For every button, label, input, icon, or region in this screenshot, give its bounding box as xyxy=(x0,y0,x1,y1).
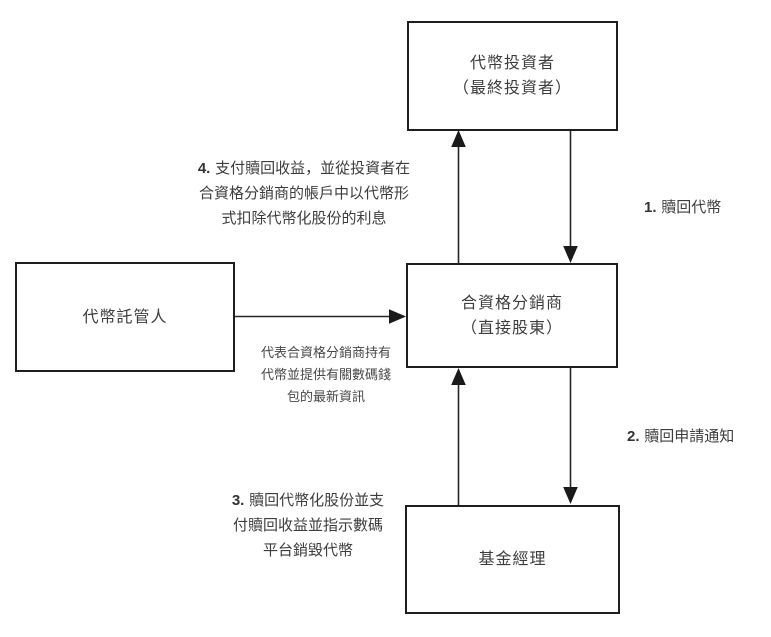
node-fund-manager-label: 基金經理 xyxy=(478,549,547,569)
label-step3-number: 3. xyxy=(231,492,245,509)
label-step2-text: 贖回申請通知 xyxy=(644,427,735,445)
node-token-custodian: 代幣託管人 xyxy=(15,262,235,372)
arrow-investor-to-distributor xyxy=(563,131,578,263)
arrow-custodian-to-distributor xyxy=(235,309,406,324)
arrow-distributor-to-fundmanager xyxy=(563,368,578,504)
label-custodian-note: 代表合資格分銷商持有 代幣並提供有關數碼錢 包的最新資訊 xyxy=(260,346,391,406)
node-qualified-distributor: 合資格分銷商 （直接股東） xyxy=(406,263,618,368)
label-step4: 4. 支付贖回收益，並從投資者在 合資格分銷商的帳戶中以代幣形 式扣除代幣化股份… xyxy=(170,156,438,230)
label-step2-number: 2. xyxy=(627,428,640,445)
node-token-investor-label: 代幣投資者 （最終投資者） xyxy=(452,53,572,97)
label-step2: 2. 贖回申請通知 xyxy=(627,424,734,449)
arrow-fundmanager-to-distributor xyxy=(451,368,466,505)
node-token-investor: 代幣投資者 （最終投資者） xyxy=(407,21,618,131)
label-step4-number: 4. xyxy=(197,160,211,177)
label-step3: 3. 贖回代幣化股份並支 付贖回收益並指示數碼 平台銷毀代幣 xyxy=(205,488,411,562)
label-step4-text: 支付贖回收益，並從投資者在 合資格分銷商的帳戶中以代幣形 式扣除代幣化股份的利息 xyxy=(198,159,411,227)
node-token-custodian-label: 代幣託管人 xyxy=(82,306,168,326)
label-step3-text: 贖回代幣化股份並支 付贖回收益並指示數碼 平台銷毀代幣 xyxy=(232,491,385,559)
label-step1-text: 贖回代幣 xyxy=(661,198,722,216)
node-qualified-distributor-label: 合資格分銷商 （直接股東） xyxy=(460,292,563,337)
arrow-distributor-to-investor xyxy=(451,130,466,263)
label-step1-number: 1. xyxy=(644,199,657,216)
node-fund-manager: 基金經理 xyxy=(405,505,620,614)
label-step1: 1. 贖回代幣 xyxy=(644,195,721,220)
